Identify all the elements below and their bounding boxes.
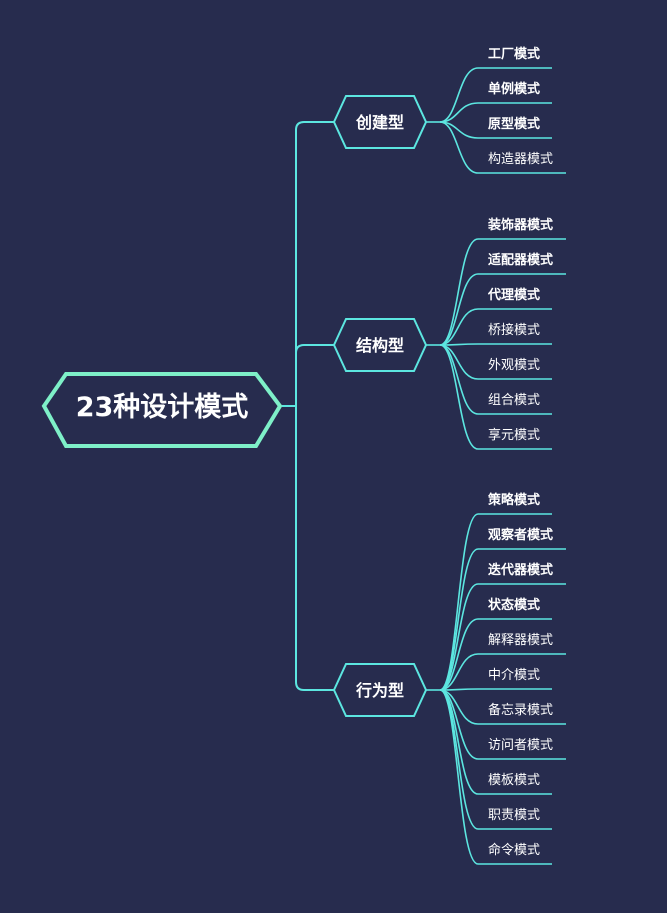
connector-leaf <box>439 343 479 346</box>
connector-leaf <box>439 344 479 450</box>
root-node[interactable]: 23种设计模式 <box>41 372 283 448</box>
category-label: 行为型 <box>355 681 404 700</box>
leaf-item[interactable]: 工厂模式 <box>488 46 540 62</box>
connector-leaf <box>439 67 479 123</box>
leaf-item[interactable]: 访问者模式 <box>488 738 553 753</box>
category-node[interactable]: 结构型 <box>332 318 428 372</box>
leaf-item[interactable]: 桥接模式 <box>488 322 540 338</box>
leaf-label: 工厂模式 <box>488 46 540 62</box>
leaf-label: 解释器模式 <box>488 633 553 648</box>
leaf-item[interactable]: 迭代器模式 <box>488 562 553 578</box>
category-label: 结构型 <box>355 336 404 355</box>
leaf-label: 构造器模式 <box>488 152 553 167</box>
leaf-items: 工厂模式单例模式原型模式构造器模式装饰器模式适配器模式代理模式桥接模式外观模式组… <box>487 46 553 858</box>
leaf-item[interactable]: 外观模式 <box>488 358 540 373</box>
connector-leaf <box>439 273 479 346</box>
root-hexagon <box>41 372 283 448</box>
connector-leaf <box>439 689 479 830</box>
connector-leaf <box>439 548 479 691</box>
connector-leaf <box>439 308 479 346</box>
leaf-item[interactable]: 职责模式 <box>488 808 540 823</box>
leaf-label: 访问者模式 <box>488 738 553 753</box>
leaf-label: 桥接模式 <box>488 322 540 338</box>
leaf-item[interactable]: 构造器模式 <box>488 152 553 167</box>
leaf-label: 职责模式 <box>488 808 540 823</box>
category-hexagon <box>332 663 428 717</box>
leaf-label: 策略模式 <box>488 492 540 508</box>
connector-leaf <box>439 121 479 174</box>
leaf-item[interactable]: 享元模式 <box>488 427 540 443</box>
leaf-label: 命令模式 <box>488 842 540 858</box>
connector-leaf <box>439 583 479 691</box>
leaf-label: 代理模式 <box>487 287 540 303</box>
connector-leaf <box>439 513 479 691</box>
connector-leaf <box>439 689 479 865</box>
connector-trunk <box>295 121 334 691</box>
leaf-label: 观察者模式 <box>488 527 553 543</box>
category-hexagon <box>332 318 428 372</box>
connector-branch <box>295 344 334 354</box>
leaf-item[interactable]: 解释器模式 <box>488 633 553 648</box>
category-node[interactable]: 行为型 <box>332 663 428 717</box>
leaf-item[interactable]: 命令模式 <box>488 842 540 858</box>
category-label: 创建型 <box>355 113 404 132</box>
leaf-label: 原型模式 <box>488 116 540 132</box>
leaf-label: 装饰器模式 <box>487 217 553 233</box>
leaf-label: 迭代器模式 <box>488 562 553 578</box>
leaf-item[interactable]: 备忘录模式 <box>488 702 553 718</box>
leaf-label: 单例模式 <box>488 81 540 97</box>
leaf-item[interactable]: 组合模式 <box>488 393 540 408</box>
leaf-item[interactable]: 代理模式 <box>487 287 540 303</box>
connector-leaf <box>439 688 479 691</box>
root-label: 23种设计模式 <box>76 392 249 423</box>
connector-leaf <box>439 102 479 123</box>
connector-leaf <box>439 238 479 346</box>
leaf-label: 组合模式 <box>488 393 540 408</box>
leaf-item[interactable]: 中介模式 <box>488 668 540 683</box>
leaf-item[interactable]: 模板模式 <box>488 773 540 788</box>
leaf-item[interactable]: 适配器模式 <box>488 252 553 268</box>
leaf-item[interactable]: 装饰器模式 <box>487 217 553 233</box>
leaf-label: 外观模式 <box>488 358 540 373</box>
connector-leaf <box>439 653 479 691</box>
leaf-label: 状态模式 <box>488 597 540 613</box>
leaf-label: 备忘录模式 <box>488 702 553 718</box>
connector-leaf <box>439 618 479 691</box>
category-node[interactable]: 创建型 <box>332 95 428 149</box>
leaf-item[interactable]: 原型模式 <box>488 116 540 132</box>
leaf-label: 适配器模式 <box>488 252 553 268</box>
connector-lines <box>282 67 566 865</box>
category-hexagon <box>332 95 428 149</box>
leaf-label: 中介模式 <box>488 668 540 683</box>
leaf-item[interactable]: 单例模式 <box>488 81 540 97</box>
leaf-item[interactable]: 观察者模式 <box>488 527 553 543</box>
leaf-item[interactable]: 状态模式 <box>488 597 540 613</box>
leaf-label: 模板模式 <box>488 773 540 788</box>
leaf-item[interactable]: 策略模式 <box>488 492 540 508</box>
leaf-label: 享元模式 <box>488 427 540 443</box>
